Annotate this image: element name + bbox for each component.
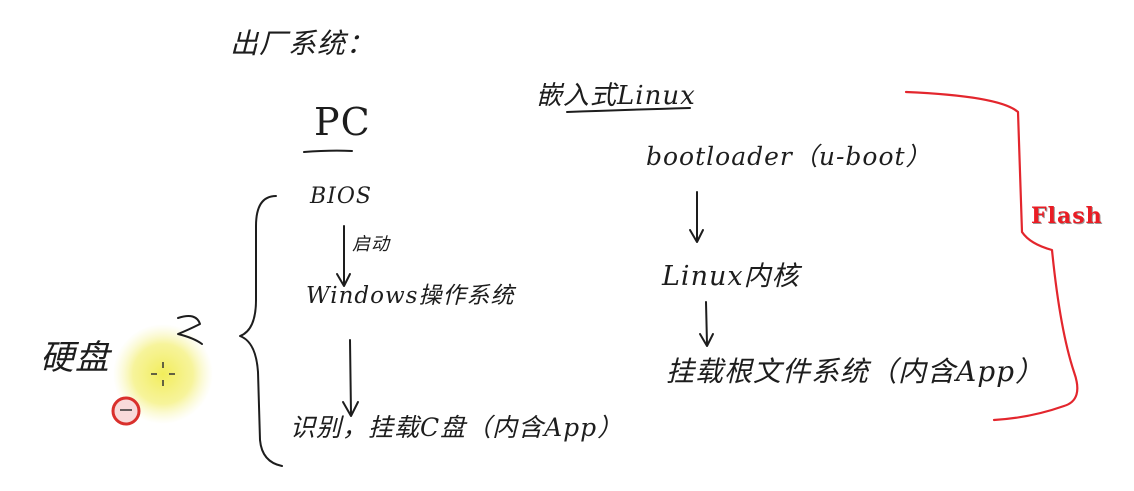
mount-c-drive-step: 识别，挂载C盘（内含App） xyxy=(290,413,624,442)
flash-label: Flash xyxy=(1031,203,1103,229)
arrow-kernel-to-rootfs xyxy=(699,301,714,347)
left-curly-brace xyxy=(239,195,283,467)
arrow-bios-to-windows xyxy=(336,225,351,287)
factory-system-heading: 出厂系统： xyxy=(230,27,376,60)
pc-title: PC xyxy=(314,100,371,144)
bootloader-step: bootloader（u-boot） xyxy=(646,142,932,171)
cursor-highlight xyxy=(113,324,213,424)
embedded-title-underline xyxy=(566,107,691,113)
windows-os-step: Windows操作系统 xyxy=(306,283,515,309)
linux-kernel-step: Linux内核 xyxy=(662,261,800,292)
click-ring-icon xyxy=(111,396,141,426)
bios-step: BIOS xyxy=(310,184,372,209)
embedded-linux-title: 嵌入式Linux xyxy=(536,81,696,111)
flash-bracket xyxy=(904,90,1079,422)
arrow-windows-to-mount xyxy=(342,339,359,417)
mount-rootfs-step: 挂载根文件系统（内含App） xyxy=(666,355,1045,388)
pc-title-underline xyxy=(303,149,353,153)
scribble-mark xyxy=(177,315,203,345)
arrow-bootloader-to-kernel xyxy=(689,191,704,243)
boot-arrow-label: 启动 xyxy=(352,234,390,255)
crosshair-icon xyxy=(151,362,175,386)
hard-disk-label: 硬盘 xyxy=(40,338,110,378)
